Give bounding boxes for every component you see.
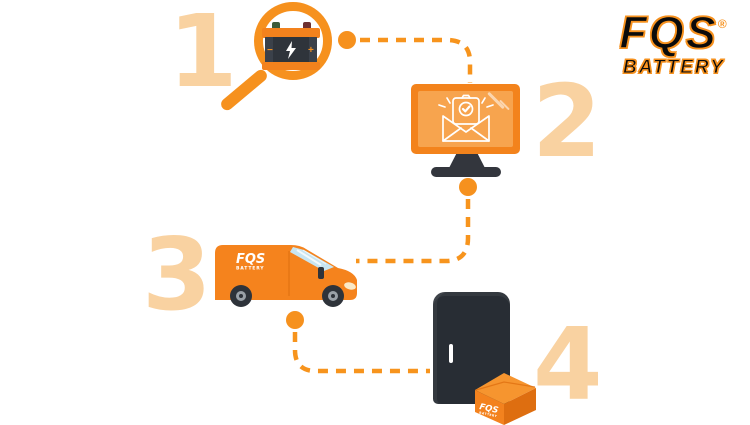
battery-terminal-positive	[303, 22, 311, 29]
van-headlight	[344, 282, 356, 290]
step-1-number: 1	[168, 0, 238, 110]
van-body	[215, 245, 357, 300]
box-logo-subtext: BATTERY	[479, 411, 498, 419]
package-icon: FQS BATTERY	[475, 373, 536, 425]
delivery-van-icon: FQS BATTERY	[215, 245, 357, 307]
registered-trademark-icon: ®	[717, 17, 729, 31]
van-front-wheel	[322, 285, 344, 307]
battery-top-cap	[262, 28, 320, 38]
battery-minus-sign: −	[267, 45, 273, 56]
box-logo-text: FQS	[478, 402, 499, 416]
magnifier-ring	[254, 2, 332, 80]
step-2-number: 2	[532, 63, 602, 180]
van-mirror	[318, 267, 324, 279]
connector-1-dot	[338, 31, 356, 49]
monitor-frame	[411, 84, 520, 154]
battery-plus-sign: +	[308, 45, 314, 56]
connector-2-dot	[459, 178, 477, 196]
connector-1-path	[360, 37, 473, 83]
van-logo-subtext: BATTERY	[236, 266, 264, 272]
connector-3-dot	[286, 311, 304, 329]
box-top-face	[475, 373, 536, 404]
connector-2-path	[356, 199, 471, 264]
brand-text: FQS	[619, 7, 718, 58]
brand-logo: FQS® BATTERY	[598, 7, 750, 78]
monitor-screen	[418, 91, 513, 147]
battery-body-strip	[265, 37, 273, 63]
battery-base	[262, 62, 320, 70]
van-rear-wheel	[230, 285, 252, 307]
battery-body-strip	[309, 37, 317, 63]
brand-logo-sub: BATTERY	[623, 57, 725, 78]
email-confirmation-icon	[438, 94, 494, 142]
step-4-number: 4	[533, 306, 603, 423]
monitor-stand-neck	[449, 154, 485, 168]
connector-3-path	[292, 332, 430, 374]
brand-logo-name: FQS®	[598, 7, 750, 58]
van-logo-text: FQS	[236, 252, 265, 267]
step-3-number: 3	[142, 216, 212, 333]
door-handle	[449, 344, 453, 363]
lightning-bolt-icon	[286, 41, 296, 59]
box-front-face	[475, 390, 504, 425]
monitor-stand-base	[431, 167, 501, 177]
box-side-face	[504, 388, 536, 425]
battery-terminal-negative	[272, 22, 280, 29]
